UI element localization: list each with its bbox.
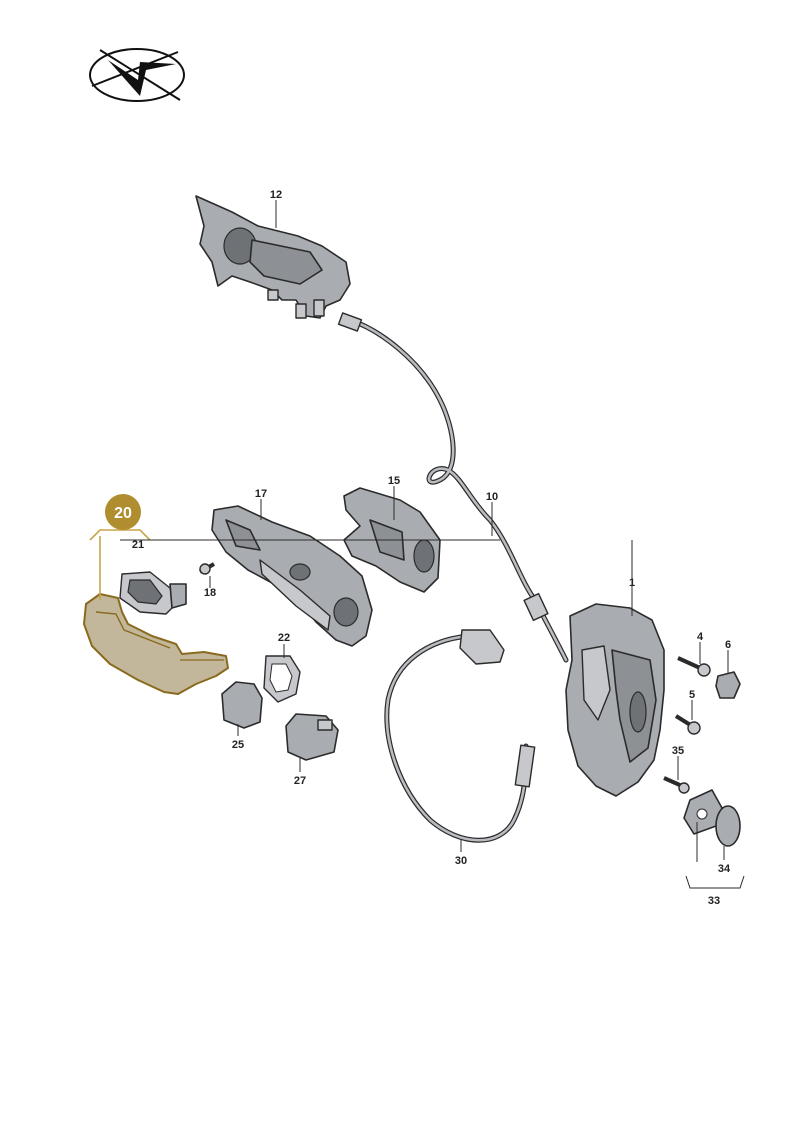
- label-35: 35: [672, 745, 684, 757]
- part-35-screw: [663, 776, 690, 794]
- label-5: 5: [689, 689, 695, 701]
- label-1: 1: [629, 577, 635, 589]
- part-20-badge: [105, 494, 141, 530]
- label-17: 17: [255, 488, 267, 500]
- part-1-lock-unit: [565, 603, 665, 797]
- part-34-cover-plate: [715, 805, 741, 847]
- label-10: 10: [486, 491, 498, 503]
- part-10-cable: [337, 312, 569, 663]
- part-30-cable: [384, 629, 536, 843]
- part-21-gasket: [119, 571, 187, 615]
- part-labels: 12 17 15 10 21 18 1 4 6 5 35 22 25 27 30…: [132, 189, 731, 907]
- leader-lines: [120, 200, 745, 889]
- part-12-inner-handle: [195, 195, 351, 319]
- part-17-handle-carrier: [211, 505, 373, 647]
- label-34: 34: [718, 863, 731, 875]
- part-6-cap: [715, 671, 741, 699]
- label-15: 15: [388, 475, 400, 487]
- label-12: 12: [270, 189, 282, 201]
- part-20-badge-label: 20: [114, 505, 132, 522]
- label-30: 30: [455, 855, 467, 867]
- part-5-screw: [674, 714, 701, 735]
- part-20-outer-handle: [83, 593, 229, 695]
- label-4: 4: [697, 631, 704, 643]
- label-6: 6: [725, 639, 731, 651]
- label-22: 22: [278, 632, 290, 644]
- part-27-cover: [285, 713, 339, 761]
- part-18-screw: [199, 562, 215, 575]
- checkmark-arrow-logo-icon: [89, 48, 185, 102]
- label-18: 18: [204, 587, 216, 599]
- label-33: 33: [708, 895, 720, 907]
- part-33-striker: [683, 789, 723, 835]
- label-25: 25: [232, 739, 244, 751]
- highlight-callout: 20: [89, 494, 151, 600]
- part-4-screw: [677, 656, 711, 677]
- part-22-gasket: [263, 655, 301, 703]
- label-21: 21: [132, 539, 144, 551]
- part-25-cap: [221, 681, 263, 729]
- label-27: 27: [294, 775, 306, 787]
